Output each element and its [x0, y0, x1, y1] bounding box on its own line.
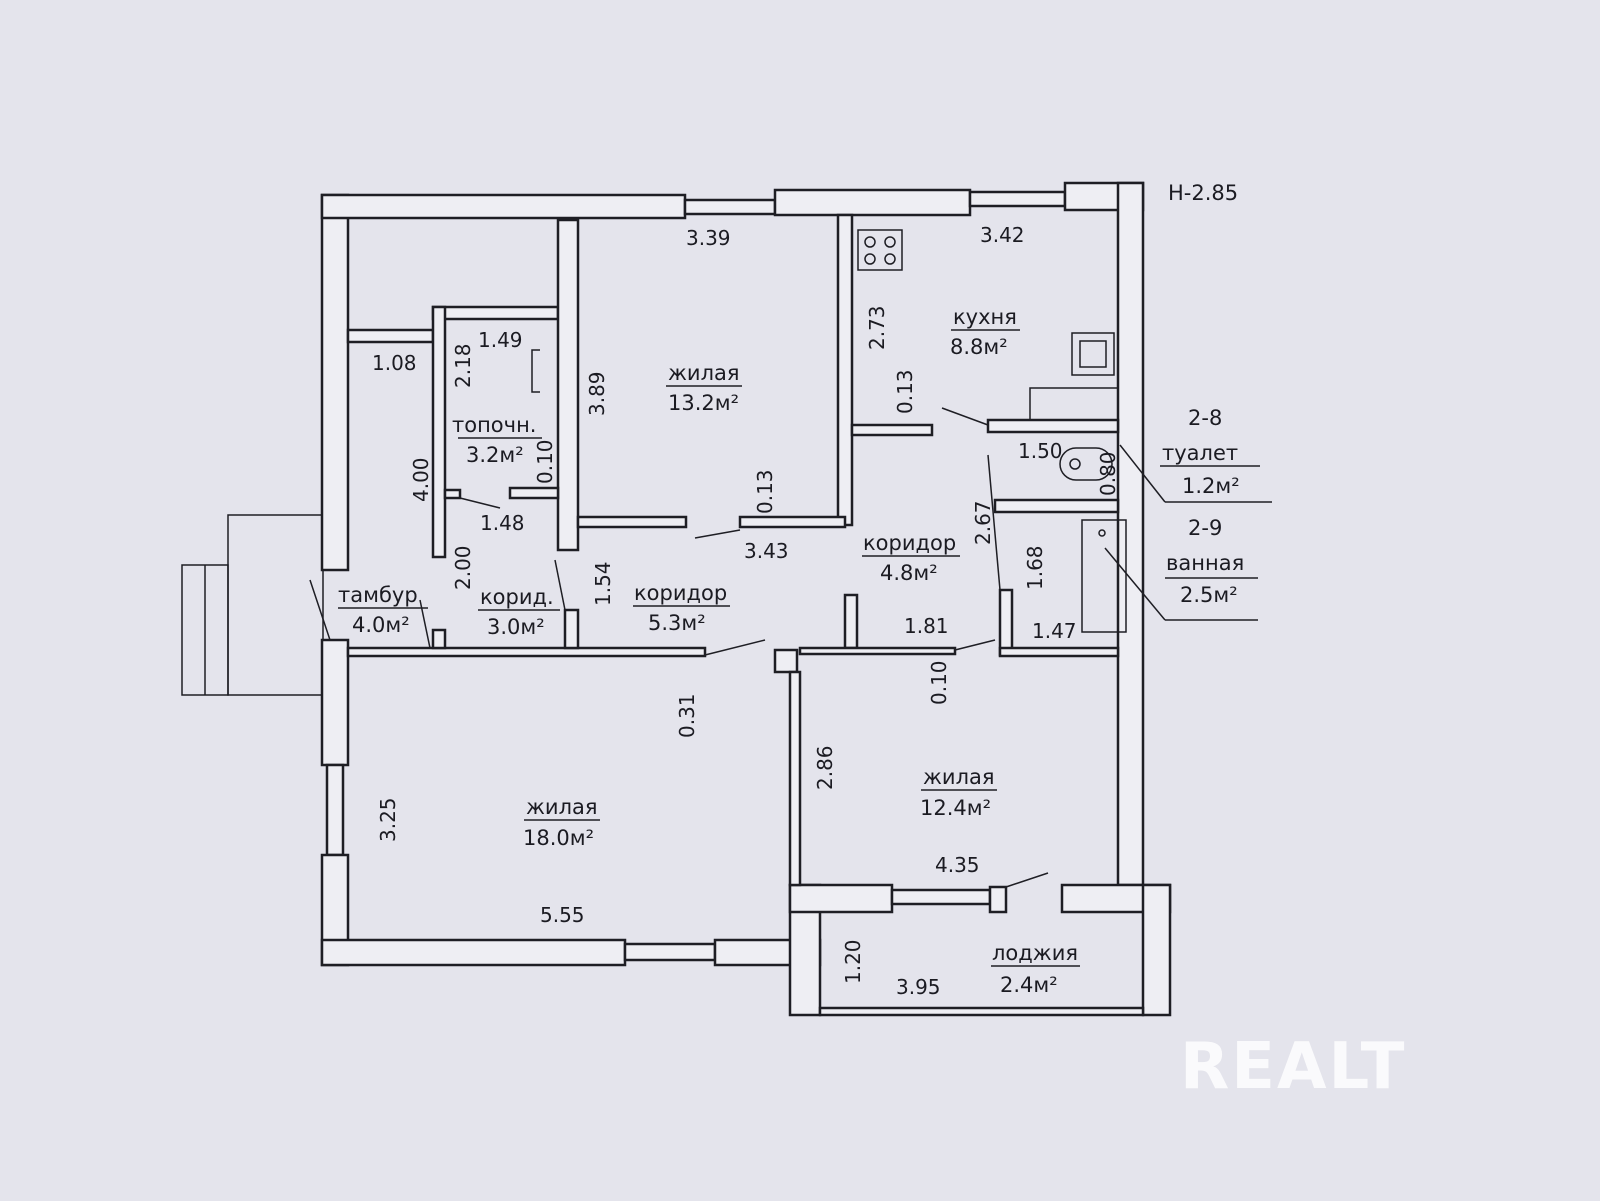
room-name: жилая — [526, 795, 598, 819]
room-code: 2-9 — [1188, 516, 1222, 540]
dimension: 2.86 — [813, 745, 837, 790]
dimension: 3.42 — [980, 223, 1025, 247]
toilet-icon — [1059, 447, 1113, 481]
room-area: 12.4м² — [920, 796, 991, 820]
dimension: 2.67 — [971, 500, 995, 545]
dimensions: 3.39 3.42 1.49 1.08 2.18 3.89 2.73 0.13 … — [372, 223, 1120, 999]
dimension: 4.00 — [409, 457, 433, 502]
stove-icon — [857, 229, 903, 271]
room-area: 5.3м² — [648, 611, 706, 635]
dimension: 0.10 — [533, 439, 557, 484]
dimension: 0.80 — [1096, 451, 1120, 496]
room-area: 4.8м² — [880, 561, 938, 585]
room-area: 2.5м² — [1180, 583, 1238, 607]
room-area: 18.0м² — [523, 826, 594, 850]
room-name: жилая — [668, 361, 740, 385]
dimension: 1.20 — [841, 939, 865, 984]
dimension: 0.13 — [893, 369, 917, 414]
room-area: 3.0м² — [487, 615, 545, 639]
dimension: 1.68 — [1023, 545, 1047, 590]
dimension: 1.49 — [478, 328, 523, 352]
window — [683, 198, 777, 216]
room-name: туалет — [1162, 441, 1238, 465]
window — [325, 763, 345, 857]
watermark-logo: REALT — [1180, 1030, 1406, 1104]
dimension: 0.13 — [753, 469, 777, 514]
dimension: 3.95 — [896, 975, 941, 999]
room-area: 4.0м² — [352, 613, 410, 637]
fixtures — [309, 229, 1272, 967]
room-name: кухня — [953, 305, 1017, 329]
dimension: 5.55 — [540, 903, 585, 927]
room-area: 8.8м² — [950, 335, 1008, 359]
room-name: коридор — [863, 531, 956, 555]
room-name: лоджия — [992, 941, 1078, 965]
dimension: 1.47 — [1032, 619, 1077, 643]
dimension: 3.43 — [744, 539, 789, 563]
dimension: 3.89 — [585, 371, 609, 416]
window — [890, 888, 992, 906]
room-area: 2.4м² — [1000, 973, 1058, 997]
room-name: ванная — [1166, 551, 1244, 575]
dimension: 0.31 — [675, 693, 699, 738]
sink-icon — [1071, 332, 1115, 376]
dimension: 1.08 — [372, 351, 417, 375]
walls — [320, 181, 1172, 1017]
room-name: топочн. — [452, 413, 536, 437]
dimension: 0.10 — [927, 660, 951, 705]
dimension: 4.35 — [935, 853, 980, 877]
dimension: 1.48 — [480, 511, 525, 535]
dimension: 2.18 — [451, 343, 475, 388]
room-area: 3.2м² — [466, 443, 524, 467]
bathtub-icon — [1081, 519, 1127, 633]
dimension: 2.73 — [865, 305, 889, 350]
room-name: коридор — [634, 581, 727, 605]
height-label: H-2.85 — [1168, 181, 1238, 205]
room-name: тамбур — [338, 583, 418, 607]
room-labels: жилая 13.2м² кухня 8.8м² топочн. 3.2м² к… — [338, 305, 1244, 997]
room-code: 2-8 — [1188, 406, 1222, 430]
dimension: 1.54 — [591, 561, 615, 606]
room-name: жилая — [923, 765, 995, 789]
dimension: 2.00 — [451, 545, 475, 590]
window — [968, 190, 1067, 208]
dimension: 1.50 — [1018, 439, 1063, 463]
dimension: 1.81 — [904, 614, 949, 638]
dimension: 3.39 — [686, 226, 731, 250]
room-name: корид. — [480, 585, 554, 609]
room-area: 13.2м² — [668, 391, 739, 415]
room-area: 1.2м² — [1182, 474, 1240, 498]
stairs — [181, 514, 324, 696]
dimension: 3.25 — [376, 797, 400, 842]
window — [623, 942, 717, 962]
